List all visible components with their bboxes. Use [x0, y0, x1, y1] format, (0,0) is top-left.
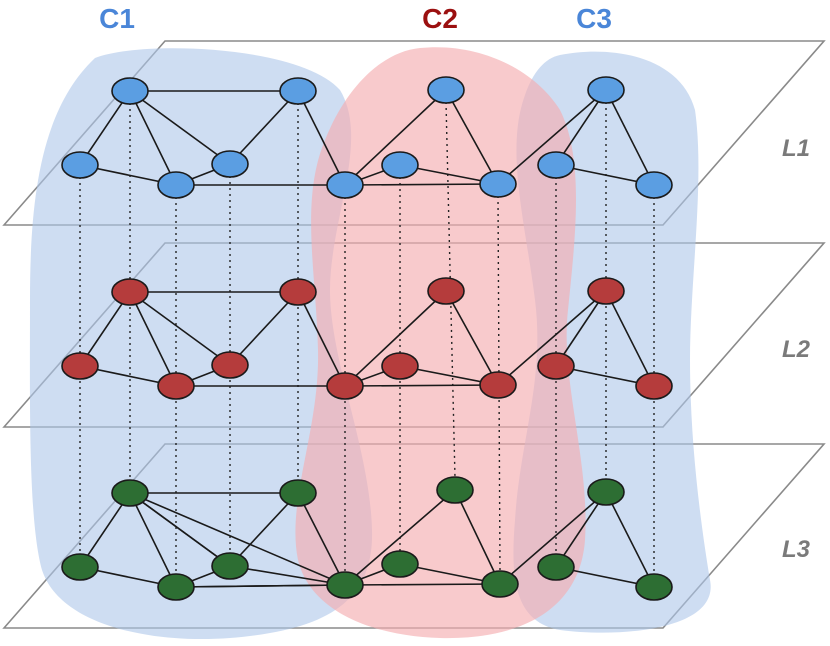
- edge-l2-3: [129, 291, 177, 387]
- edge-l3-6: [229, 492, 299, 567]
- node-l2-11: [635, 372, 673, 400]
- edge-l2-14: [497, 290, 607, 386]
- node-l1-6: [381, 151, 419, 179]
- edge-l3-3: [129, 492, 177, 588]
- node-l2-3: [211, 351, 249, 379]
- edge-l3-9: [344, 489, 456, 586]
- layer-label-l1: L1: [782, 135, 810, 162]
- node-l2-9: [587, 277, 625, 305]
- node-l3-6: [381, 550, 419, 578]
- edge-l1-7: [297, 90, 346, 186]
- community-label-c2: C2: [422, 3, 458, 34]
- edge-l1-2: [129, 90, 231, 165]
- interlayer-link-5: [445, 101, 456, 479]
- node-l3-5: [436, 476, 474, 504]
- edge-l1-3: [129, 90, 177, 186]
- node-l3-2: [61, 553, 99, 581]
- edge-l2-15: [555, 290, 607, 367]
- node-l1-8: [479, 170, 517, 198]
- node-l3-10: [537, 553, 575, 581]
- edge-l1-13: [344, 183, 499, 186]
- node-l2-2: [61, 352, 99, 380]
- node-l2-7: [326, 372, 364, 400]
- node-l2-0: [111, 278, 149, 306]
- node-l2-5: [427, 277, 465, 305]
- node-l1-3: [211, 150, 249, 178]
- node-l2-1: [279, 278, 317, 306]
- node-l1-4: [157, 171, 195, 199]
- node-l3-0: [111, 479, 149, 507]
- edge-l2-7: [297, 291, 346, 387]
- node-l3-8: [481, 570, 519, 598]
- node-l3-3: [211, 552, 249, 580]
- node-l2-4: [157, 372, 195, 400]
- layer-label-l3: L3: [782, 536, 811, 563]
- edge-l1-14: [497, 89, 607, 185]
- edge-l3-7: [297, 492, 346, 586]
- edge-l3-10: [454, 489, 501, 585]
- edge-l1-6: [229, 90, 299, 165]
- node-l3-9: [587, 478, 625, 506]
- edge-l3-16: [605, 491, 655, 588]
- node-l3-1: [279, 479, 317, 507]
- node-l1-7: [326, 171, 364, 199]
- node-l1-1: [279, 77, 317, 105]
- edge-l3-21: [175, 584, 346, 588]
- edge-l3-19: [129, 492, 231, 567]
- node-l2-8: [479, 371, 517, 399]
- edge-l2-2: [129, 291, 231, 366]
- edge-l2-10: [445, 290, 499, 386]
- edge-l1-9: [344, 89, 447, 186]
- edge-l2-9: [344, 290, 447, 387]
- layer-label-l2: L2: [782, 336, 811, 363]
- node-l1-0: [111, 77, 149, 105]
- node-l1-2: [61, 151, 99, 179]
- edge-l1-15: [555, 89, 607, 166]
- edge-l1-10: [445, 89, 499, 185]
- interlayer-link-8: [497, 195, 501, 573]
- node-l1-5: [427, 76, 465, 104]
- edge-l3-15: [555, 491, 607, 568]
- edge-l3-20: [229, 565, 346, 586]
- node-l2-10: [537, 352, 575, 380]
- community-regions: [29, 47, 711, 640]
- community-label-c1: C1: [99, 3, 135, 34]
- edge-l2-6: [229, 291, 299, 366]
- edge-l1-16: [605, 89, 655, 186]
- edge-l3-13: [344, 583, 501, 586]
- node-l1-9: [587, 76, 625, 104]
- node-l2-6: [381, 352, 419, 380]
- edge-l3-18: [129, 492, 346, 586]
- edge-l2-13: [344, 384, 499, 387]
- community-label-c3: C3: [576, 3, 612, 34]
- node-l3-4: [157, 573, 195, 601]
- edge-l3-14: [499, 491, 607, 585]
- node-l1-11: [635, 171, 673, 199]
- edge-l2-16: [605, 290, 655, 387]
- node-l3-11: [635, 573, 673, 601]
- network-nodes: [61, 76, 673, 601]
- community-region-c2: [295, 47, 586, 639]
- node-l1-10: [537, 151, 575, 179]
- node-l3-7: [326, 571, 364, 599]
